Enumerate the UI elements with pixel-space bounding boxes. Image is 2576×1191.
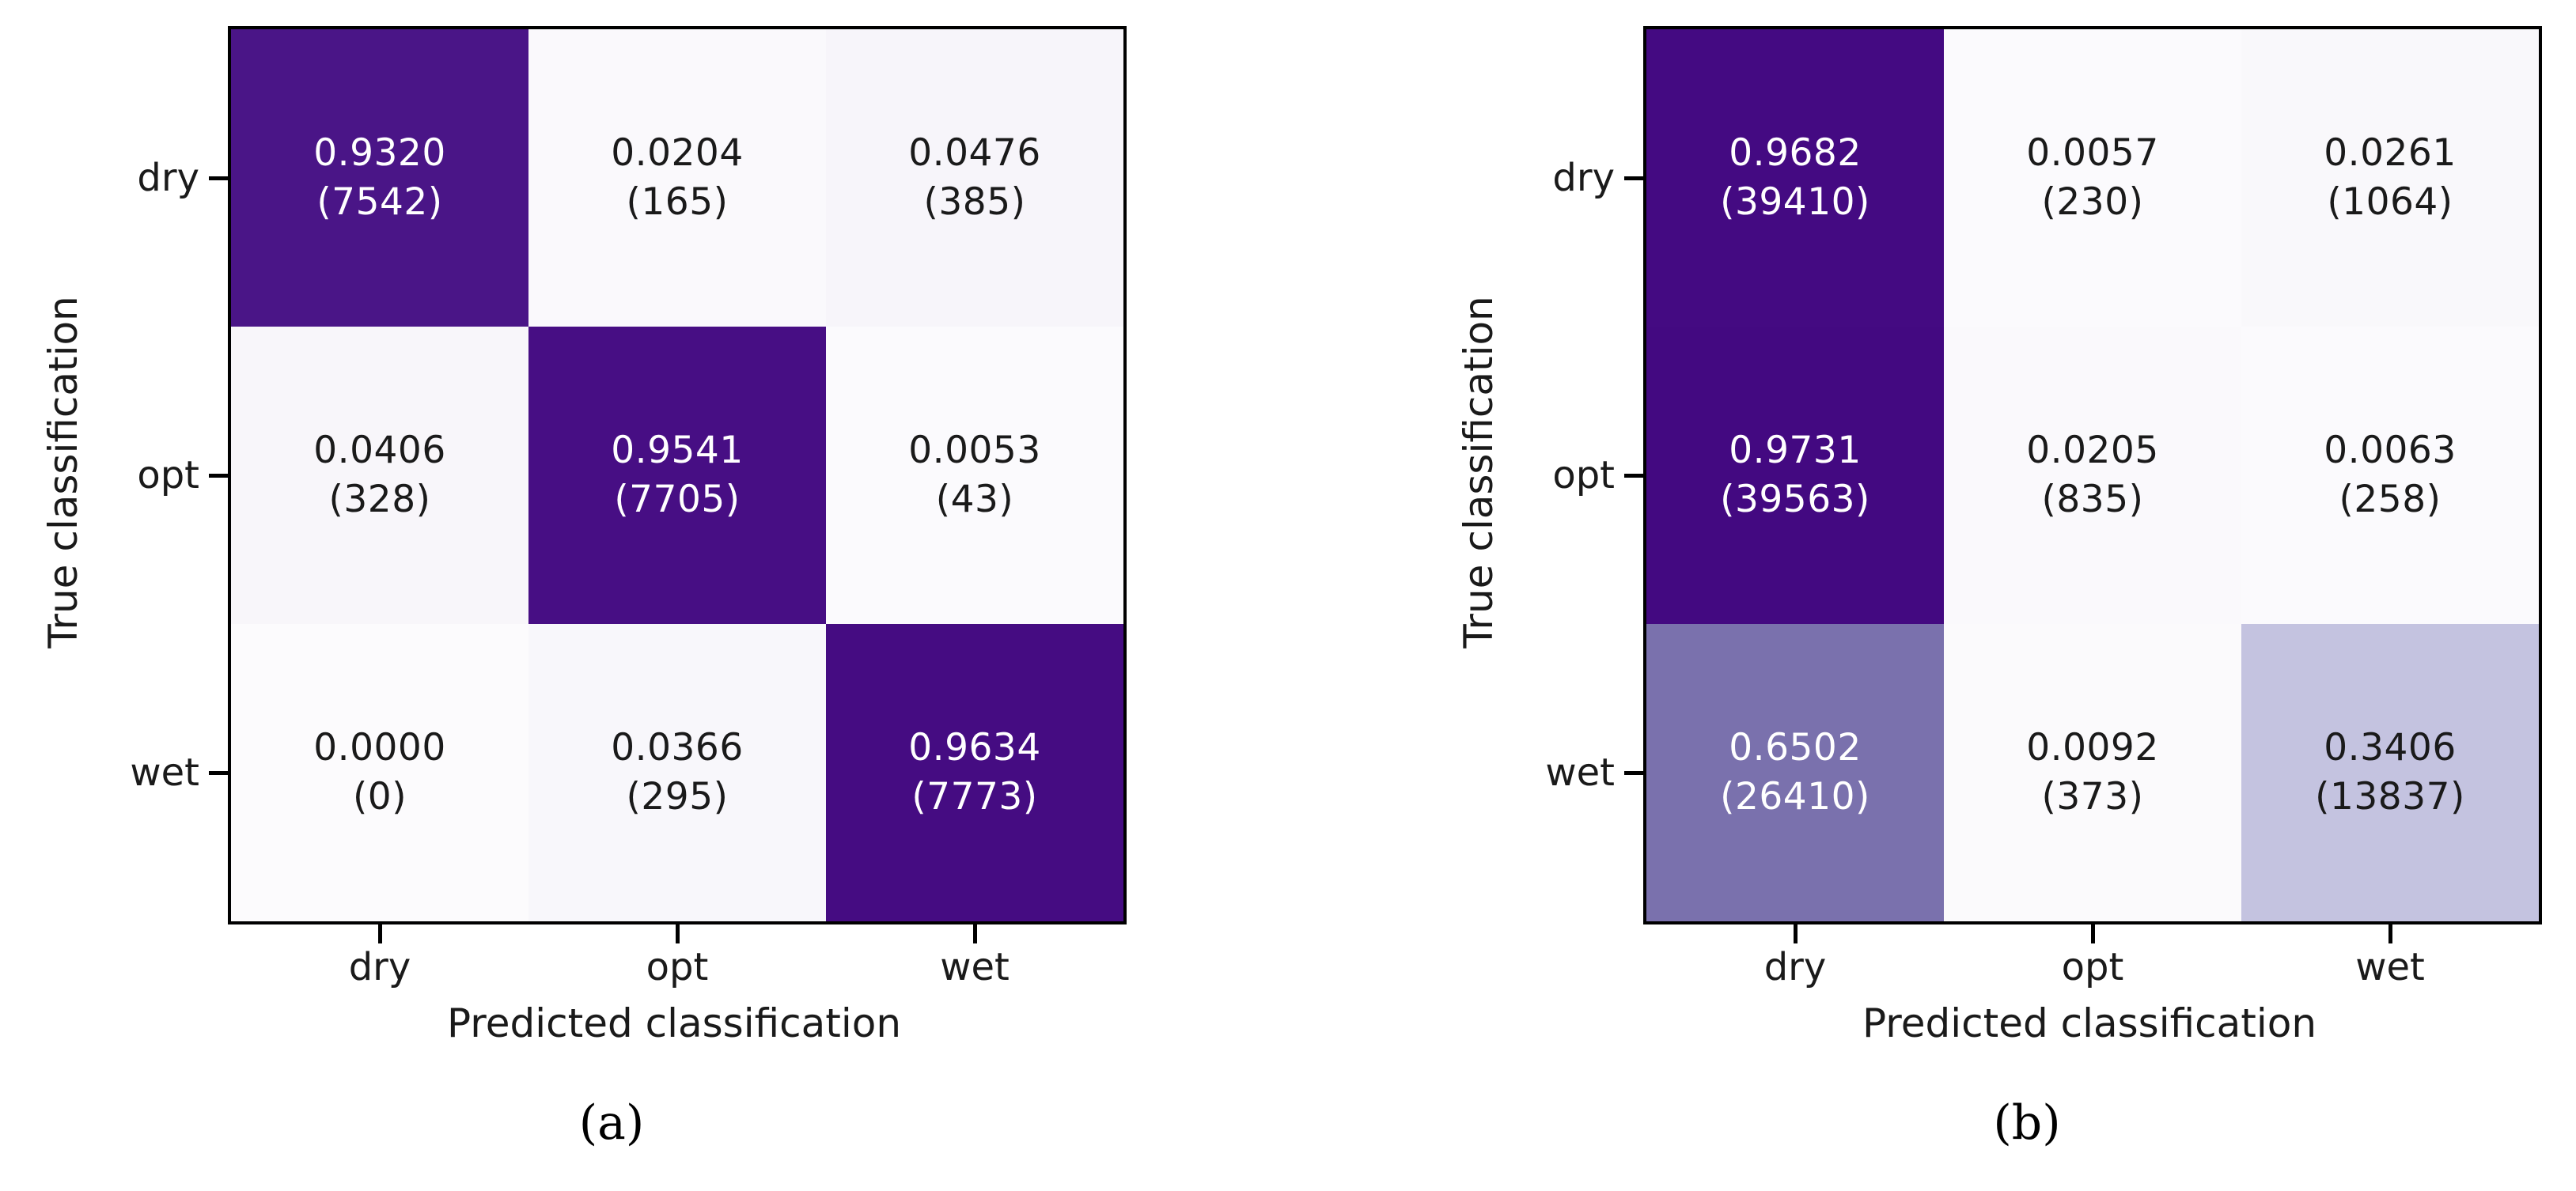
cell-count: (165) bbox=[626, 180, 729, 224]
x-tick-mark bbox=[973, 924, 977, 943]
x-tick-mark bbox=[1794, 924, 1798, 943]
x-tick-label-wet: wet bbox=[2355, 945, 2425, 989]
x-tick-mark bbox=[2091, 924, 2095, 943]
cell-count: (7705) bbox=[614, 478, 741, 521]
cell-count: (258) bbox=[2339, 478, 2442, 521]
x-tick-mark bbox=[2388, 924, 2392, 943]
cell-value: 0.0205 bbox=[2026, 428, 2159, 472]
heatmap-b: 0.9682 (39410) 0.0057 (230) 0.0261 (1064… bbox=[1545, 26, 2542, 989]
cell-count: (385) bbox=[923, 180, 1026, 224]
y-tick-mark bbox=[1624, 176, 1643, 180]
cell-count: (0) bbox=[352, 775, 407, 819]
y-tick-label-dry: dry bbox=[1552, 156, 1615, 200]
heatmap-a: 0.9320 (7542) 0.0204 (165) 0.0476 (385) … bbox=[130, 26, 1127, 989]
cell-count: (39563) bbox=[1720, 478, 1870, 521]
matrix-cell-b-wet-wet: 0.3406 (13837) bbox=[2241, 624, 2539, 921]
y-tick-label-wet: wet bbox=[130, 751, 199, 795]
cell-value: 0.9634 bbox=[908, 725, 1041, 769]
x-tick-label-opt: opt bbox=[646, 945, 709, 989]
cell-value: 0.0053 bbox=[908, 428, 1041, 472]
matrix-cell-b-dry-dry: 0.9682 (39410) bbox=[1646, 29, 1944, 327]
x-tick-label-wet: wet bbox=[940, 945, 1010, 989]
y-tick-mark bbox=[209, 176, 228, 180]
y-tick-label-opt: opt bbox=[1552, 453, 1615, 497]
cell-count: (1064) bbox=[2327, 180, 2453, 224]
cell-count: (7542) bbox=[316, 180, 443, 224]
matrix-cell-b-wet-dry: 0.6502 (26410) bbox=[1646, 624, 1944, 921]
matrix-cell-a-dry-wet: 0.0476 (385) bbox=[826, 29, 1123, 327]
subfigure-caption-b: (b) bbox=[1993, 1095, 2061, 1151]
cell-value: 0.0057 bbox=[2026, 130, 2159, 175]
cell-count: (835) bbox=[2041, 478, 2144, 521]
cell-value: 0.3406 bbox=[2324, 725, 2457, 769]
x-tick-label-dry: dry bbox=[1763, 945, 1827, 989]
x-tick-label-dry: dry bbox=[348, 945, 411, 989]
y-tick-label-opt: opt bbox=[137, 453, 199, 497]
x-tick-label-opt: opt bbox=[2061, 945, 2124, 989]
cell-count: (26410) bbox=[1720, 775, 1870, 819]
matrix-cell-a-wet-wet: 0.9634 (7773) bbox=[826, 624, 1123, 921]
x-axis-label: Predicted classification bbox=[1862, 1000, 2317, 1046]
cell-value: 0.0476 bbox=[908, 130, 1041, 175]
cell-count: (7773) bbox=[911, 775, 1038, 819]
cell-value: 0.9320 bbox=[313, 130, 446, 175]
cell-value: 0.0063 bbox=[2324, 428, 2457, 472]
confusion-matrix-panel-a: True classification 0.9320 (7542) 0.0204… bbox=[40, 26, 1127, 1151]
cell-value: 0.0261 bbox=[2324, 130, 2457, 175]
matrix-cell-a-opt-wet: 0.0053 (43) bbox=[826, 327, 1123, 624]
matrix-cell-a-dry-opt: 0.0204 (165) bbox=[528, 29, 826, 327]
matrix-cell-b-opt-dry: 0.9731 (39563) bbox=[1646, 327, 1944, 624]
y-tick-label-wet: wet bbox=[1545, 751, 1615, 795]
cell-count: (295) bbox=[626, 775, 729, 819]
cell-value: 0.0000 bbox=[313, 725, 446, 769]
matrix-cell-b-opt-wet: 0.0063 (258) bbox=[2241, 327, 2539, 624]
cell-value: 0.9682 bbox=[1729, 130, 1862, 175]
x-axis-label: Predicted classification bbox=[446, 1000, 902, 1046]
y-tick-mark bbox=[209, 474, 228, 478]
matrix-cell-a-dry-dry: 0.9320 (7542) bbox=[231, 29, 528, 327]
cell-value: 0.0366 bbox=[611, 725, 744, 769]
y-tick-mark bbox=[209, 771, 228, 775]
cell-value: 0.9731 bbox=[1729, 428, 1862, 472]
cell-count: (373) bbox=[2041, 775, 2144, 819]
matrix-cell-b-opt-opt: 0.0205 (835) bbox=[1944, 327, 2241, 624]
cell-value: 0.0204 bbox=[611, 130, 744, 175]
cell-count: (230) bbox=[2041, 180, 2144, 224]
matrix-cell-b-dry-wet: 0.0261 (1064) bbox=[2241, 29, 2539, 327]
y-tick-mark bbox=[1624, 474, 1643, 478]
heatmap-a-grid: 0.9320 (7542) 0.0204 (165) 0.0476 (385) … bbox=[231, 29, 1123, 921]
cell-value: 0.0092 bbox=[2026, 725, 2159, 769]
matrix-cell-b-dry-opt: 0.0057 (230) bbox=[1944, 29, 2241, 327]
x-tick-mark bbox=[378, 924, 382, 943]
y-tick-label-dry: dry bbox=[137, 156, 199, 200]
cell-value: 0.6502 bbox=[1729, 725, 1862, 769]
matrix-cell-a-opt-opt: 0.9541 (7705) bbox=[528, 327, 826, 624]
cell-count: (39410) bbox=[1720, 180, 1870, 224]
matrix-cell-a-wet-opt: 0.0366 (295) bbox=[528, 624, 826, 921]
cell-value: 0.0406 bbox=[313, 428, 446, 472]
matrix-cell-a-opt-dry: 0.0406 (328) bbox=[231, 327, 528, 624]
heatmap-b-grid: 0.9682 (39410) 0.0057 (230) 0.0261 (1064… bbox=[1646, 29, 2539, 921]
cell-count: (328) bbox=[328, 478, 431, 521]
subfigure-caption-a: (a) bbox=[578, 1095, 645, 1151]
x-tick-mark bbox=[676, 924, 680, 943]
y-tick-mark bbox=[1624, 771, 1643, 775]
cell-value: 0.9541 bbox=[611, 428, 744, 472]
confusion-matrix-panel-b: True classification 0.9682 (39410) 0.005… bbox=[1456, 26, 2542, 1151]
cell-count: (13837) bbox=[2315, 775, 2465, 819]
matrix-cell-a-wet-dry: 0.0000 (0) bbox=[231, 624, 528, 921]
cell-count: (43) bbox=[935, 478, 1014, 521]
matrix-cell-b-wet-opt: 0.0092 (373) bbox=[1944, 624, 2241, 921]
